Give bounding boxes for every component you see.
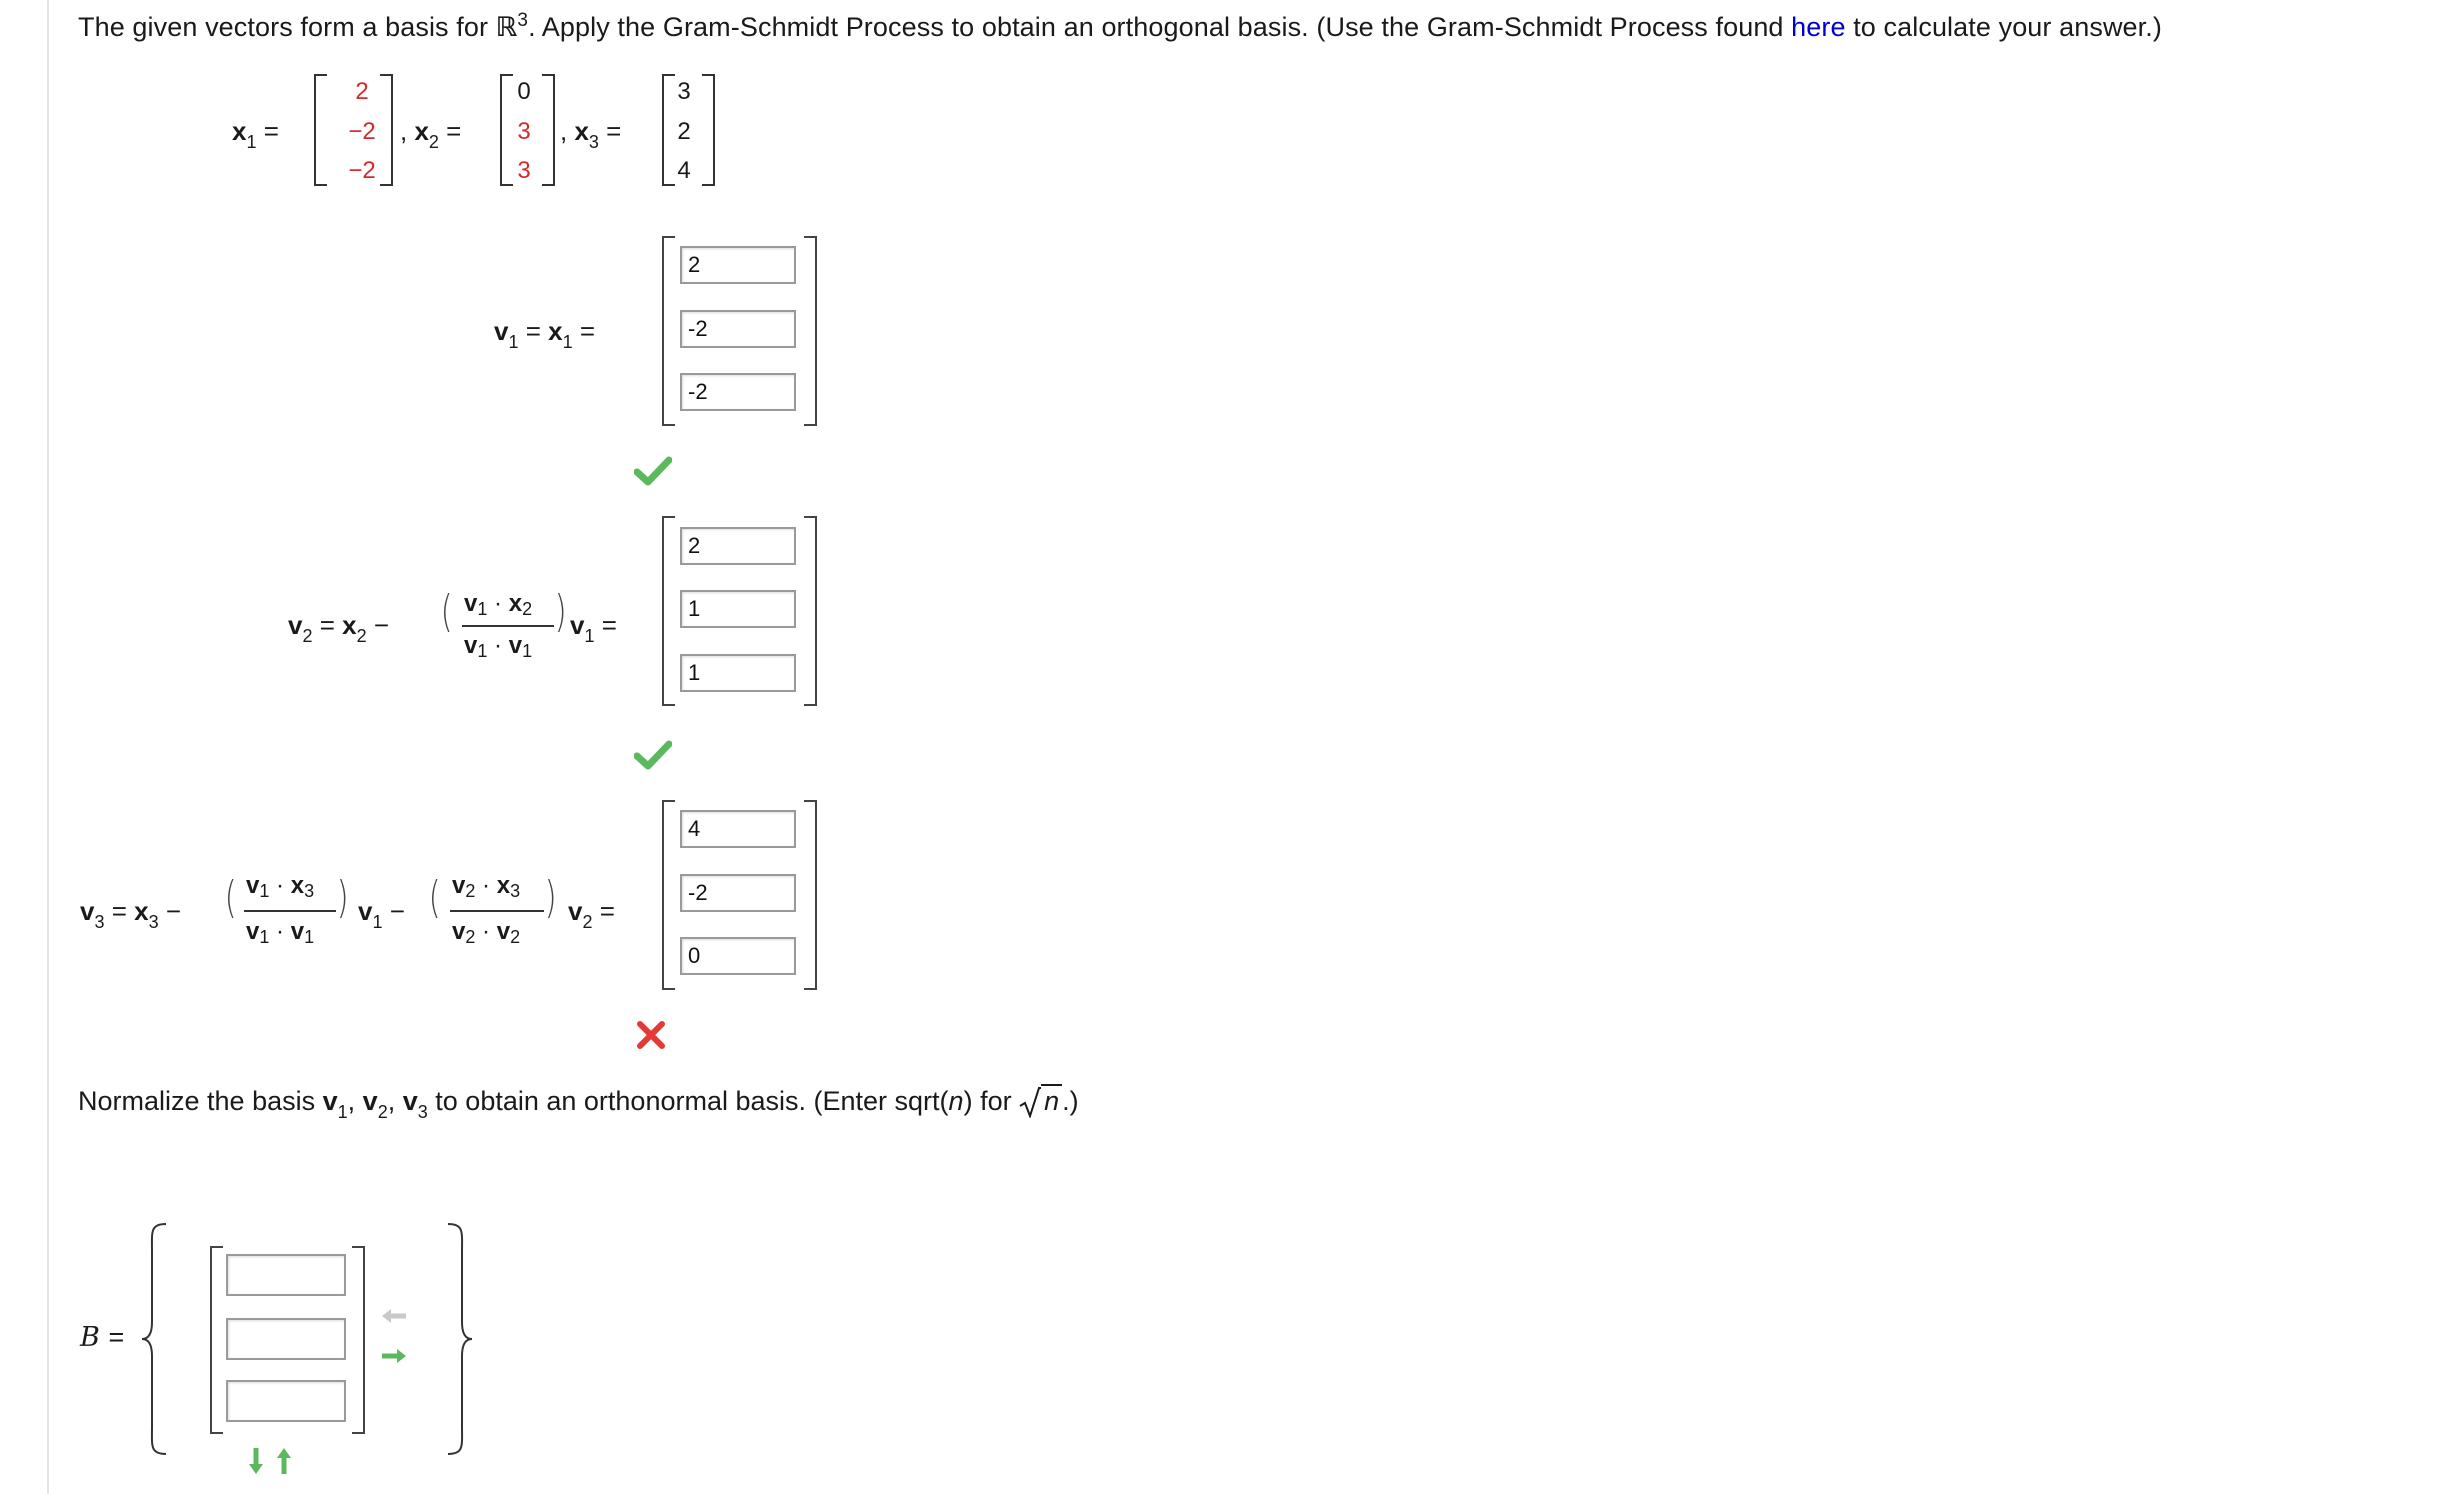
x1-entry-2: −2 xyxy=(348,118,376,145)
v3-paren-open-2: ( xyxy=(428,872,441,923)
x3-label: , x3 = xyxy=(560,116,622,152)
basis-input-1[interactable] xyxy=(226,1254,346,1296)
v1-input-3[interactable] xyxy=(680,373,796,411)
x1-bracket-right xyxy=(380,74,393,186)
v2-equation-rhs: v1 = xyxy=(570,610,617,646)
v3-paren-close-1: ) xyxy=(336,872,349,923)
x1-bracket-left xyxy=(314,74,327,186)
x2-label: , x2 = xyxy=(400,116,462,152)
x3-bracket-right xyxy=(702,74,715,186)
basis-label: B = xyxy=(80,1322,125,1353)
step1-bracket-left xyxy=(662,236,675,426)
x1-label: x1 = xyxy=(232,116,279,152)
v2-input-3[interactable] xyxy=(680,654,796,692)
normalize-prompt: Normalize the basis v1, v2, v3 to obtain… xyxy=(78,1084,1079,1122)
v3-fraction-bar-2 xyxy=(450,910,544,912)
v2-equation-lhs: v2 = x2 − xyxy=(288,610,390,646)
v1-equation: v1 = x1 = xyxy=(494,316,596,352)
v2-input-2[interactable] xyxy=(680,590,796,628)
here-link[interactable]: here xyxy=(1791,12,1846,42)
v3-equation-lhs: v3 = x3 − xyxy=(80,896,182,932)
v1-input-1[interactable] xyxy=(680,246,796,284)
v2-numerator: v1 · x2 xyxy=(464,590,533,619)
v3-input-1[interactable] xyxy=(680,810,796,848)
basis-close-brace xyxy=(444,1222,474,1461)
step3-bracket-left xyxy=(662,800,675,990)
x2-bracket-left xyxy=(500,74,513,186)
x3-entry-2: 2 xyxy=(677,118,691,145)
remove-column-arrow-icon[interactable] xyxy=(380,1308,408,1329)
x3-entry-3: 4 xyxy=(677,157,691,184)
basis-input-3[interactable] xyxy=(226,1380,346,1422)
step3-bracket-right xyxy=(804,800,817,990)
v3-denominator-2: v2 · v2 xyxy=(452,918,521,947)
v3-numerator-1: v1 · x3 xyxy=(246,872,315,901)
basis-bracket-right xyxy=(352,1246,365,1434)
v2-paren-close: ) xyxy=(554,586,567,637)
v3-paren-open-1: ( xyxy=(224,872,237,923)
x3-bracket-left xyxy=(662,74,675,186)
step2-bracket-right xyxy=(804,516,817,706)
v1-input-2[interactable] xyxy=(680,310,796,348)
cross-icon xyxy=(636,1020,666,1050)
v3-paren-close-2: ) xyxy=(544,872,557,923)
x2-entry-2: 3 xyxy=(517,118,531,145)
v2-fraction-bar xyxy=(462,625,554,627)
v3-equation-mid: v1 − xyxy=(358,896,405,932)
step2-bracket-left xyxy=(662,516,675,706)
x3-entry-1: 3 xyxy=(677,78,691,105)
x2-entry-1: 0 xyxy=(517,78,531,105)
v2-denominator: v1 · v1 xyxy=(464,632,533,661)
question-prompt: The given vectors form a basis for ℝ3. A… xyxy=(78,10,2162,43)
x1-entry-1: 2 xyxy=(355,78,369,105)
remove-row-arrow-icon[interactable] xyxy=(276,1446,292,1481)
v3-numerator-2: v2 · x3 xyxy=(452,872,521,901)
check-icon xyxy=(634,456,672,486)
v3-input-3[interactable] xyxy=(680,937,796,975)
v3-input-2[interactable] xyxy=(680,874,796,912)
v3-fraction-bar-1 xyxy=(244,910,336,912)
v2-paren-open: ( xyxy=(440,586,453,637)
basis-bracket-left xyxy=(210,1246,223,1434)
sqrt-n-symbol: n xyxy=(1019,1084,1063,1120)
v3-denominator-1: v1 · v1 xyxy=(246,918,315,947)
v2-input-1[interactable] xyxy=(680,527,796,565)
left-divider xyxy=(47,0,49,1494)
x2-bracket-right xyxy=(542,74,555,186)
basis-input-2[interactable] xyxy=(226,1318,346,1360)
check-icon xyxy=(634,740,672,770)
v3-equation-rhs: v2 = xyxy=(568,896,615,932)
add-column-arrow-icon[interactable] xyxy=(380,1348,408,1369)
step1-bracket-right xyxy=(804,236,817,426)
x2-entry-3: 3 xyxy=(517,157,531,184)
x1-entry-3: −2 xyxy=(348,157,376,184)
real-numbers-symbol: ℝ xyxy=(495,12,518,43)
basis-open-brace xyxy=(140,1222,170,1461)
add-row-arrow-icon[interactable] xyxy=(248,1446,264,1481)
